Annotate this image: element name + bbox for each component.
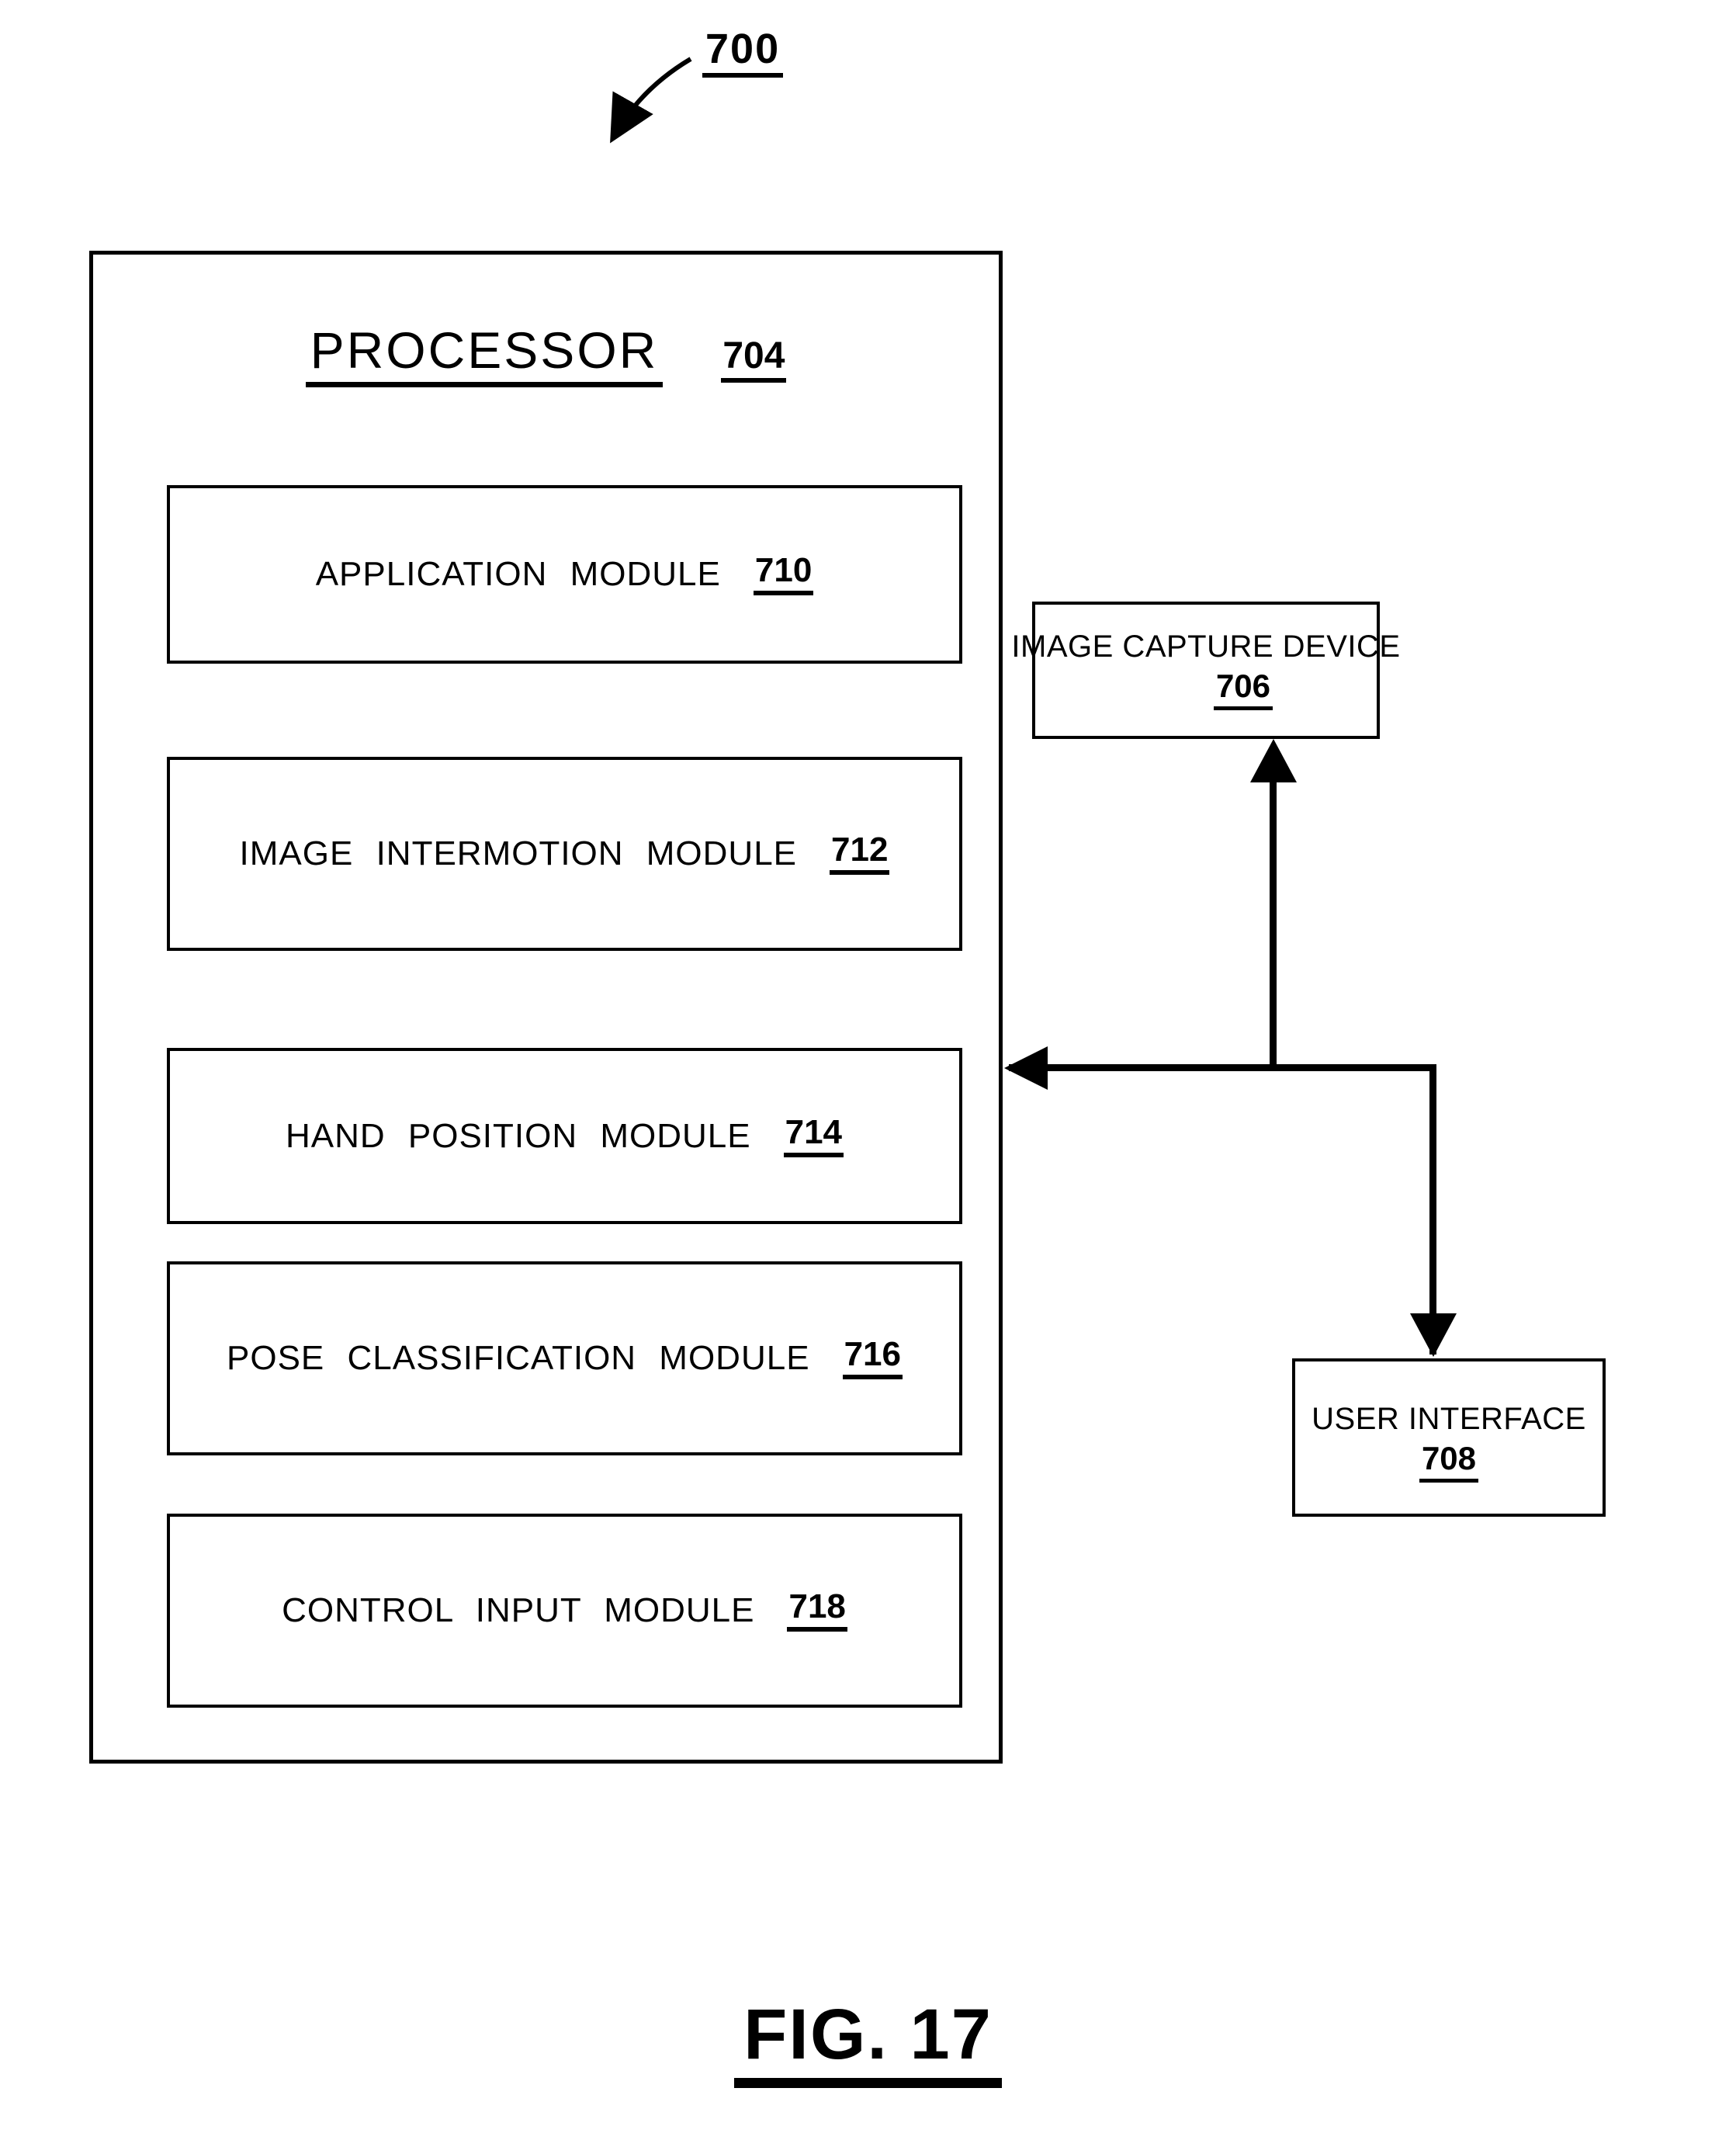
processor-title-row: PROCESSOR 704 [89, 324, 1003, 387]
left-arrowhead-icon [1004, 1046, 1048, 1090]
figure-caption: FIG. 17 [734, 1999, 1002, 2088]
module-box-image-intermotion: IMAGE INTERMOTION MODULE 712 [167, 757, 962, 951]
connector-down-line [1429, 1064, 1436, 1354]
processor-ref: 704 [721, 338, 787, 383]
user-interface-box: USER INTERFACE 708 [1292, 1358, 1606, 1517]
figure-reference-label: 700 [702, 28, 784, 78]
down-arrowhead-icon [1409, 1313, 1457, 1357]
module-box-hand-position: HAND POSITION MODULE 714 [167, 1048, 962, 1224]
up-arrowhead-icon [1249, 739, 1297, 782]
module-ref: 710 [753, 553, 814, 595]
module-label: HAND POSITION MODULE [285, 1116, 751, 1155]
reference-curve-arrow [610, 57, 692, 144]
processor-title: PROCESSOR [305, 324, 664, 387]
caption-row: FIG. 17 [0, 1999, 1736, 2088]
module-ref: 712 [830, 833, 890, 875]
user-interface-ref: 708 [1419, 1442, 1479, 1483]
image-capture-device-box: IMAGE CAPTURE DEVICE 706 [1011, 602, 1400, 739]
module-ref: 714 [783, 1115, 844, 1157]
processor-box [89, 251, 1003, 1764]
module-box-pose-classification: POSE CLASSIFICATION MODULE 716 [167, 1261, 962, 1455]
reference-arrow-path [610, 57, 692, 144]
module-label: POSE CLASSIFICATION MODULE [227, 1339, 810, 1377]
user-interface-label: USER INTERFACE [1312, 1402, 1586, 1436]
image-capture-device-label: IMAGE CAPTURE DEVICE [1011, 629, 1401, 664]
module-box-control-input: CONTROL INPUT MODULE 718 [167, 1514, 962, 1708]
module-ref: 716 [842, 1337, 903, 1379]
module-label: CONTROL INPUT MODULE [282, 1591, 755, 1629]
connector-horizontal-line [1009, 1064, 1436, 1071]
module-label: IMAGE INTERMOTION MODULE [239, 834, 798, 872]
module-label: APPLICATION MODULE [315, 555, 721, 593]
connector-up-line [1270, 772, 1277, 1071]
module-box-application: APPLICATION MODULE 710 [167, 485, 962, 664]
module-ref: 718 [787, 1590, 847, 1632]
image-capture-device-ref: 706 [1213, 669, 1273, 710]
